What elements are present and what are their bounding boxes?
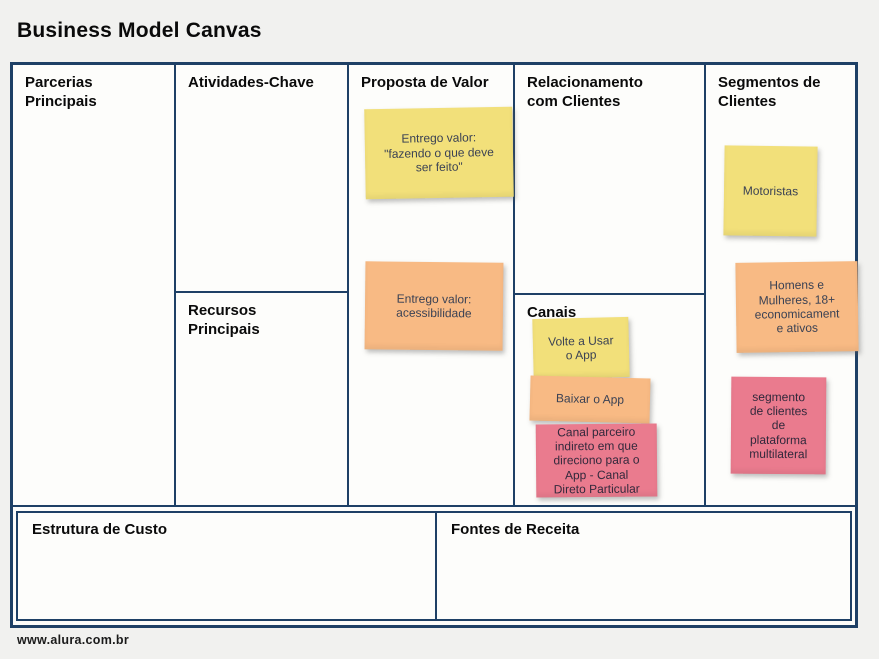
section-fontes-de-receita: Fontes de Receita <box>437 511 852 621</box>
canvas-bottom-row: Estrutura de Custo Fontes de Receita <box>16 511 852 621</box>
sticky-note-entrego-valor-acessibilidade[interactable]: Entrego valor: acessibilidade <box>364 261 504 351</box>
sticky-note-homens-mulheres-18[interactable]: Homens e Mulheres, 18+ economicament e a… <box>735 261 859 353</box>
footer-url: www.alura.com.br <box>17 633 130 647</box>
section-header-segmentos: Segmentos de Clientes <box>718 74 821 110</box>
business-model-canvas-grid: Parcerias Principais Atividades-Chave Re… <box>10 62 859 628</box>
sticky-note-entrego-valor-fazendo[interactable]: Entrego valor: "fazendo o que deve ser f… <box>364 106 514 200</box>
sticky-note-volte-a-usar-o-app[interactable]: Volte a Usar o App <box>532 316 630 380</box>
sticky-note-canal-parceiro-indireto[interactable]: Canal parceiro indireto em que direciono… <box>535 423 658 498</box>
sticky-note-segmento-plataforma-multilateral[interactable]: segmento de clientes de plataforma multi… <box>730 376 827 475</box>
section-relacionamento-clientes: Relacionamento com Clientes <box>515 65 704 293</box>
section-header-atividades: Atividades-Chave <box>188 74 314 91</box>
section-header-parcerias: Parcerias Principais <box>25 74 97 110</box>
sticky-note-baixar-o-app[interactable]: Baixar o App <box>529 375 651 424</box>
section-parcerias-principais: Parcerias Principais <box>13 65 174 505</box>
section-header-relacionamento: Relacionamento com Clientes <box>527 74 643 110</box>
section-header-canais: Canais <box>527 304 577 321</box>
section-header-proposta: Proposta de Valor <box>361 74 489 91</box>
section-canais: Canais <box>515 293 704 505</box>
page-title: Business Model Canvas <box>17 19 262 42</box>
section-estrutura-de-custo: Estrutura de Custo <box>16 511 437 621</box>
column-atividades-recursos: Atividades-Chave Recursos Principais <box>174 65 347 505</box>
section-header-custo: Estrutura de Custo <box>32 521 168 538</box>
section-header-recursos: Recursos Principais <box>188 302 260 338</box>
section-recursos-principais: Recursos Principais <box>176 291 347 505</box>
section-header-receita: Fontes de Receita <box>451 521 580 538</box>
sticky-note-motoristas[interactable]: Motoristas <box>723 145 818 237</box>
section-atividades-chave: Atividades-Chave <box>176 65 347 291</box>
